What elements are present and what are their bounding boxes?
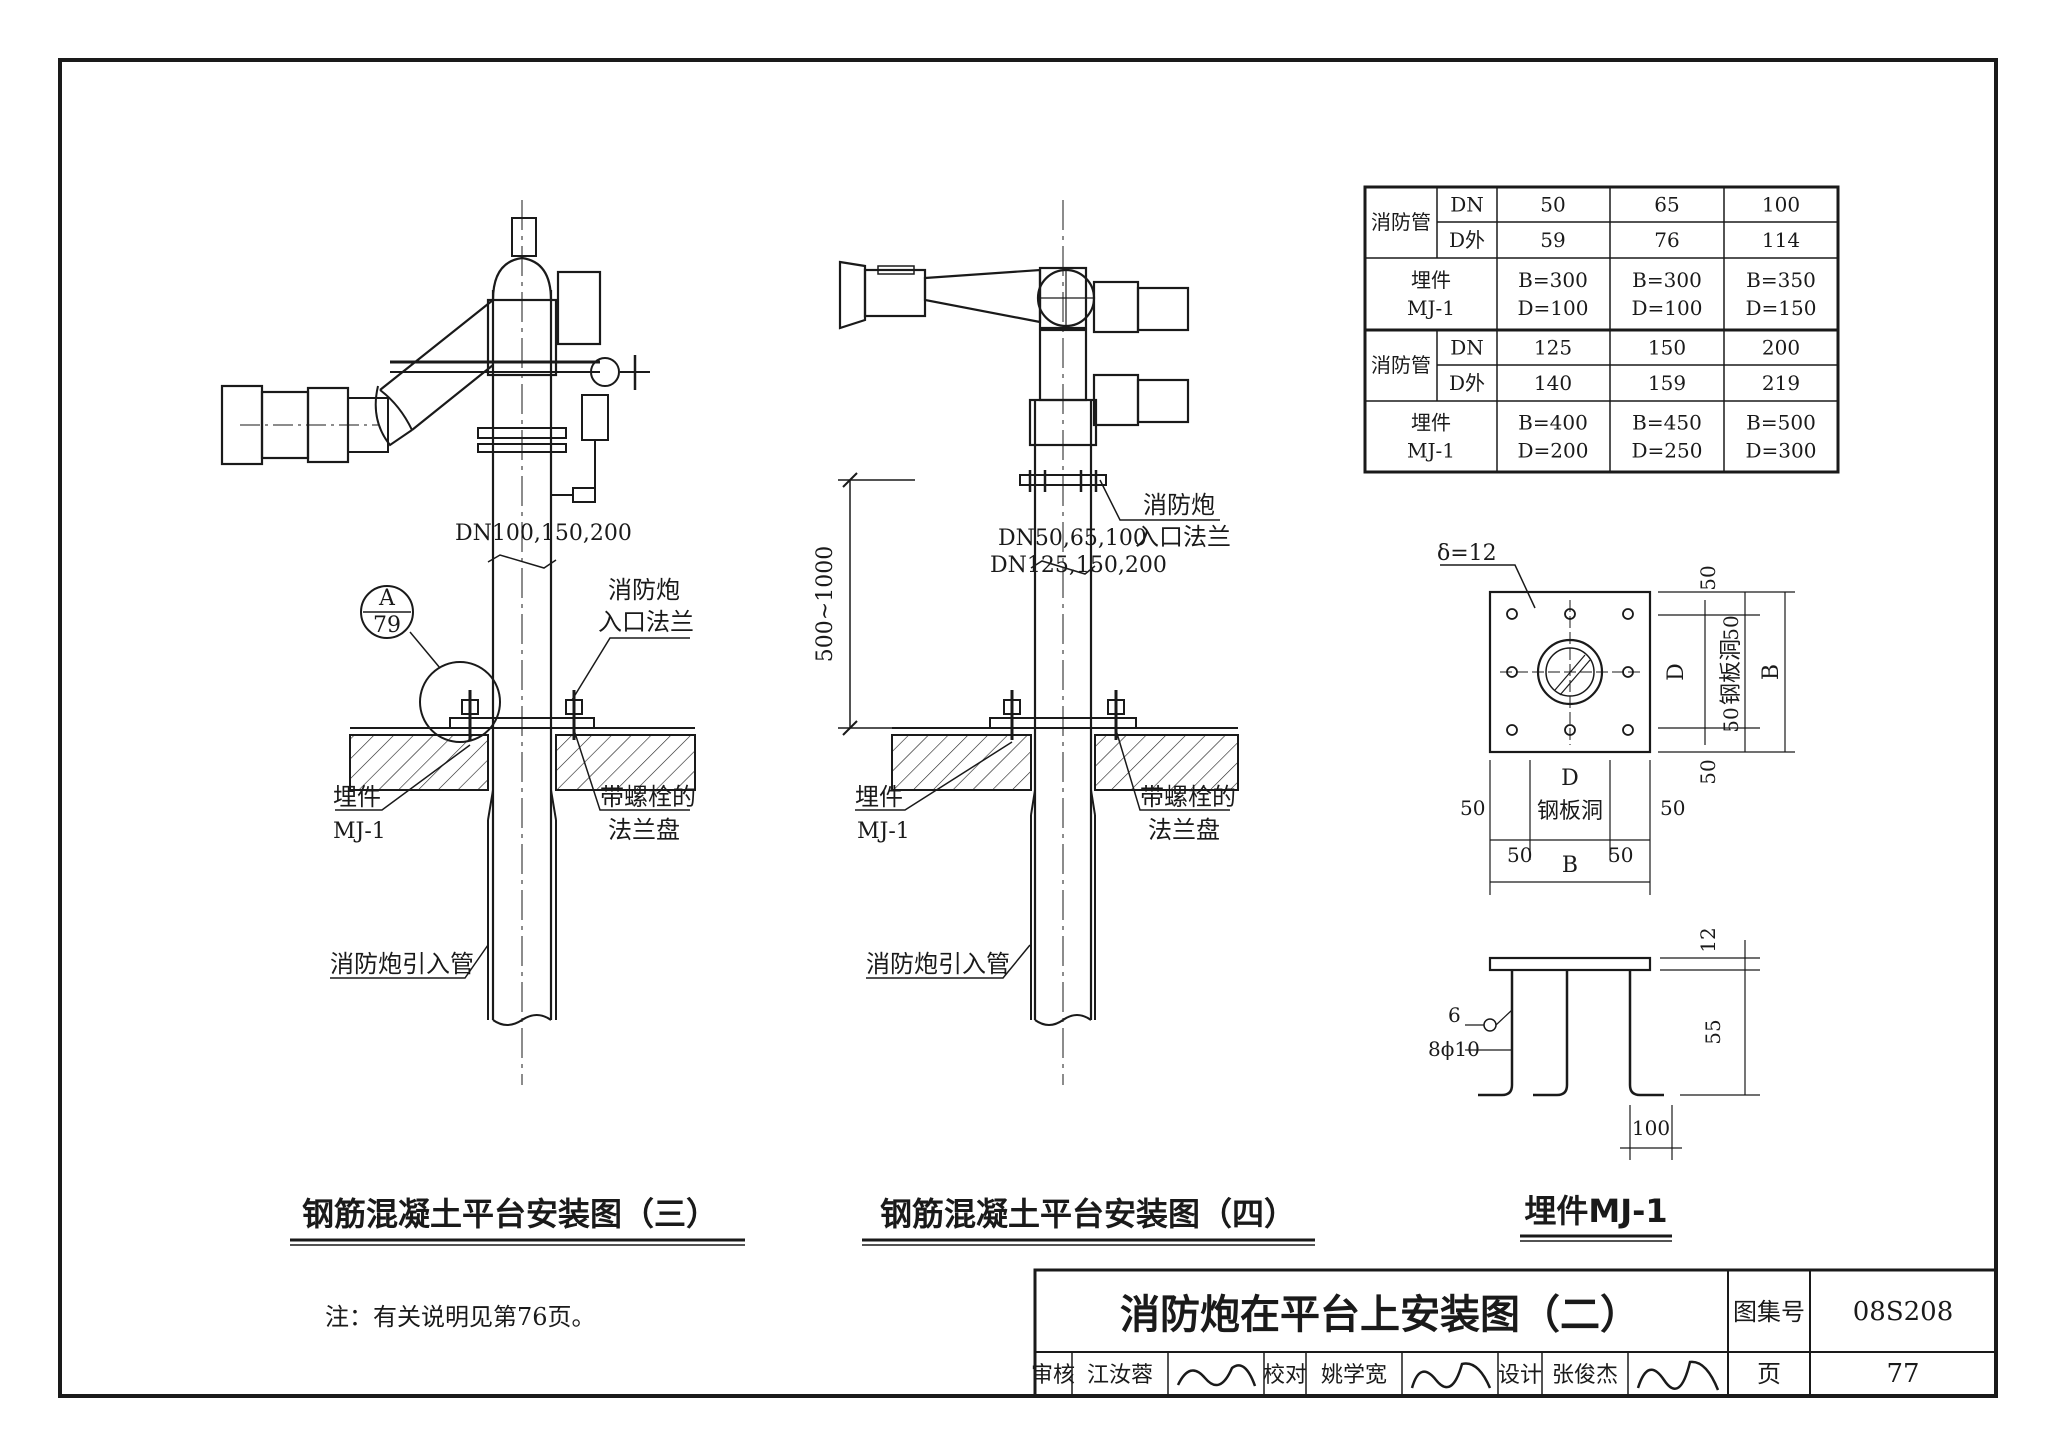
table-cell: 100 [1762,193,1800,217]
embed-label-line1: 埋件 [855,783,903,811]
bar-spec: 8ϕ10 [1428,1037,1480,1061]
atlas-label: 图集号 [1733,1298,1805,1326]
table-cell: 159 [1648,371,1686,395]
table-cell: 76 [1654,228,1679,252]
table-cell: 140 [1534,371,1572,395]
plate-thickness: δ=12 [1437,541,1497,566]
table-cell: 50 [1540,193,1565,217]
dim-D-vertical: D [1664,663,1689,681]
table-cell: 125 [1534,336,1572,360]
table-cell: 219 [1762,371,1800,395]
dim-50-lower: 50 [1719,707,1743,732]
embed-label-line1: 埋件 [333,783,381,811]
sheet-border [58,58,1998,1398]
check-label: 校对 [1263,1363,1307,1388]
checker: 姚学宽 [1321,1363,1387,1388]
table-cell: D外 [1449,371,1485,395]
page-no: 77 [1886,1359,1919,1389]
reviewer: 江汝蓉 [1087,1363,1153,1388]
bolt-hole [1506,608,1518,620]
bolt-hole [1622,608,1634,620]
hole-label-horizontal: 钢板洞 [1537,799,1603,824]
designer: 张俊杰 [1552,1363,1618,1388]
dim-55: 55 [1701,1019,1725,1044]
concrete-slab-hatch-right [1094,734,1239,791]
hole-label-vertical: 钢板洞 [1719,639,1744,705]
figure3-caption: 钢筋混凝土平台安装图（三） [302,1195,718,1233]
weld-size: 6 [1448,1003,1461,1027]
flange-label-line2: 入口法兰 [1135,523,1231,551]
dim-50-top: 50 [1696,565,1720,590]
dim-50-bottom: 50 [1696,759,1720,784]
page-label: 页 [1757,1360,1781,1388]
designer-signature [1636,1360,1720,1391]
table-cell: DN [1450,336,1484,360]
height-dim: 500~1000 [813,546,838,662]
dim-50-left: 50 [1460,796,1485,820]
detail-ref-top: A [378,586,396,611]
atlas-no: 08S208 [1853,1297,1954,1327]
embed-label-line2: MJ-1 [333,819,386,844]
bolt-hole [1506,724,1518,736]
dim-B-vertical: B [1759,664,1784,680]
dim-50-bottom-right: 50 [1608,843,1633,867]
checker-signature [1410,1362,1492,1389]
table-cell: 59 [1540,228,1565,252]
bolt-flange-line1: 带螺栓的 [1140,783,1236,811]
bolt-flange-line2: 法兰盘 [608,816,680,844]
dim-50-upper: 50 [1719,615,1743,640]
dn-label-2: DN125,150,200 [990,553,1167,578]
dim-12: 12 [1696,927,1720,952]
detail-ref-bottom: 79 [373,613,401,638]
design-label: 设计 [1498,1363,1542,1388]
table-cell: 消防管 [1371,210,1431,234]
bolt-flange-line1: 带螺栓的 [600,783,696,811]
concrete-slab-hatch-right [555,734,696,791]
table-cell: 150 [1648,336,1686,360]
inlet-pipe-label: 消防炮引入管 [330,950,474,978]
flange-label-line2: 入口法兰 [598,608,694,636]
dim-B-horizontal: B [1562,853,1578,878]
review-label: 审核 [1031,1363,1075,1388]
figure-4: 500~1000 DN50,65,100 DN125,150,200 消防炮 入… [813,200,1315,1246]
table-cell: 65 [1654,193,1679,217]
reviewer-signature [1176,1364,1257,1387]
dim-50-bottom-left: 50 [1507,843,1532,867]
table-cell: 消防管 [1371,353,1431,377]
bolt-hole [1622,724,1634,736]
concrete-slab-hatch-left [349,734,489,791]
embed-part: δ=12 50 50 D 钢板洞 50 B 50 D 钢板洞 50 50 50 … [1428,541,1795,1242]
table-cell: DN [1450,193,1484,217]
dim-50-right: 50 [1660,796,1685,820]
table-cell: 200 [1762,336,1800,360]
embed-caption: 埋件MJ-1 [1524,1192,1667,1230]
dn-label-1: DN50,65,100 [998,526,1147,551]
drawing-title: 消防炮在平台上安装图（二） [1120,1292,1640,1338]
embed-label-line2: MJ-1 [857,819,910,844]
inlet-pipe-label: 消防炮引入管 [866,950,1010,978]
table-cell: 114 [1762,228,1800,252]
bolt-flange-line2: 法兰盘 [1148,816,1220,844]
flange-label-line1: 消防炮 [608,576,680,604]
table-cell: D外 [1449,228,1485,252]
note: 注：有关说明见第76页。 [325,1303,596,1331]
flange-label-line1: 消防炮 [1143,491,1215,519]
figure-3: A 79 DN100,150,200 消防炮 入口法兰 埋件 MJ-1 带螺栓的… [220,200,745,1246]
title-block: 消防炮在平台上安装图（二） 图集号 08S208 页 77 审核 江汝蓉 校对 … [1031,1268,1998,1398]
figure4-caption: 钢筋混凝土平台安装图（四） [880,1195,1296,1233]
dim-100: 100 [1632,1116,1670,1140]
dn-label: DN100,150,200 [455,521,632,546]
dim-D-horizontal: D [1561,766,1579,791]
